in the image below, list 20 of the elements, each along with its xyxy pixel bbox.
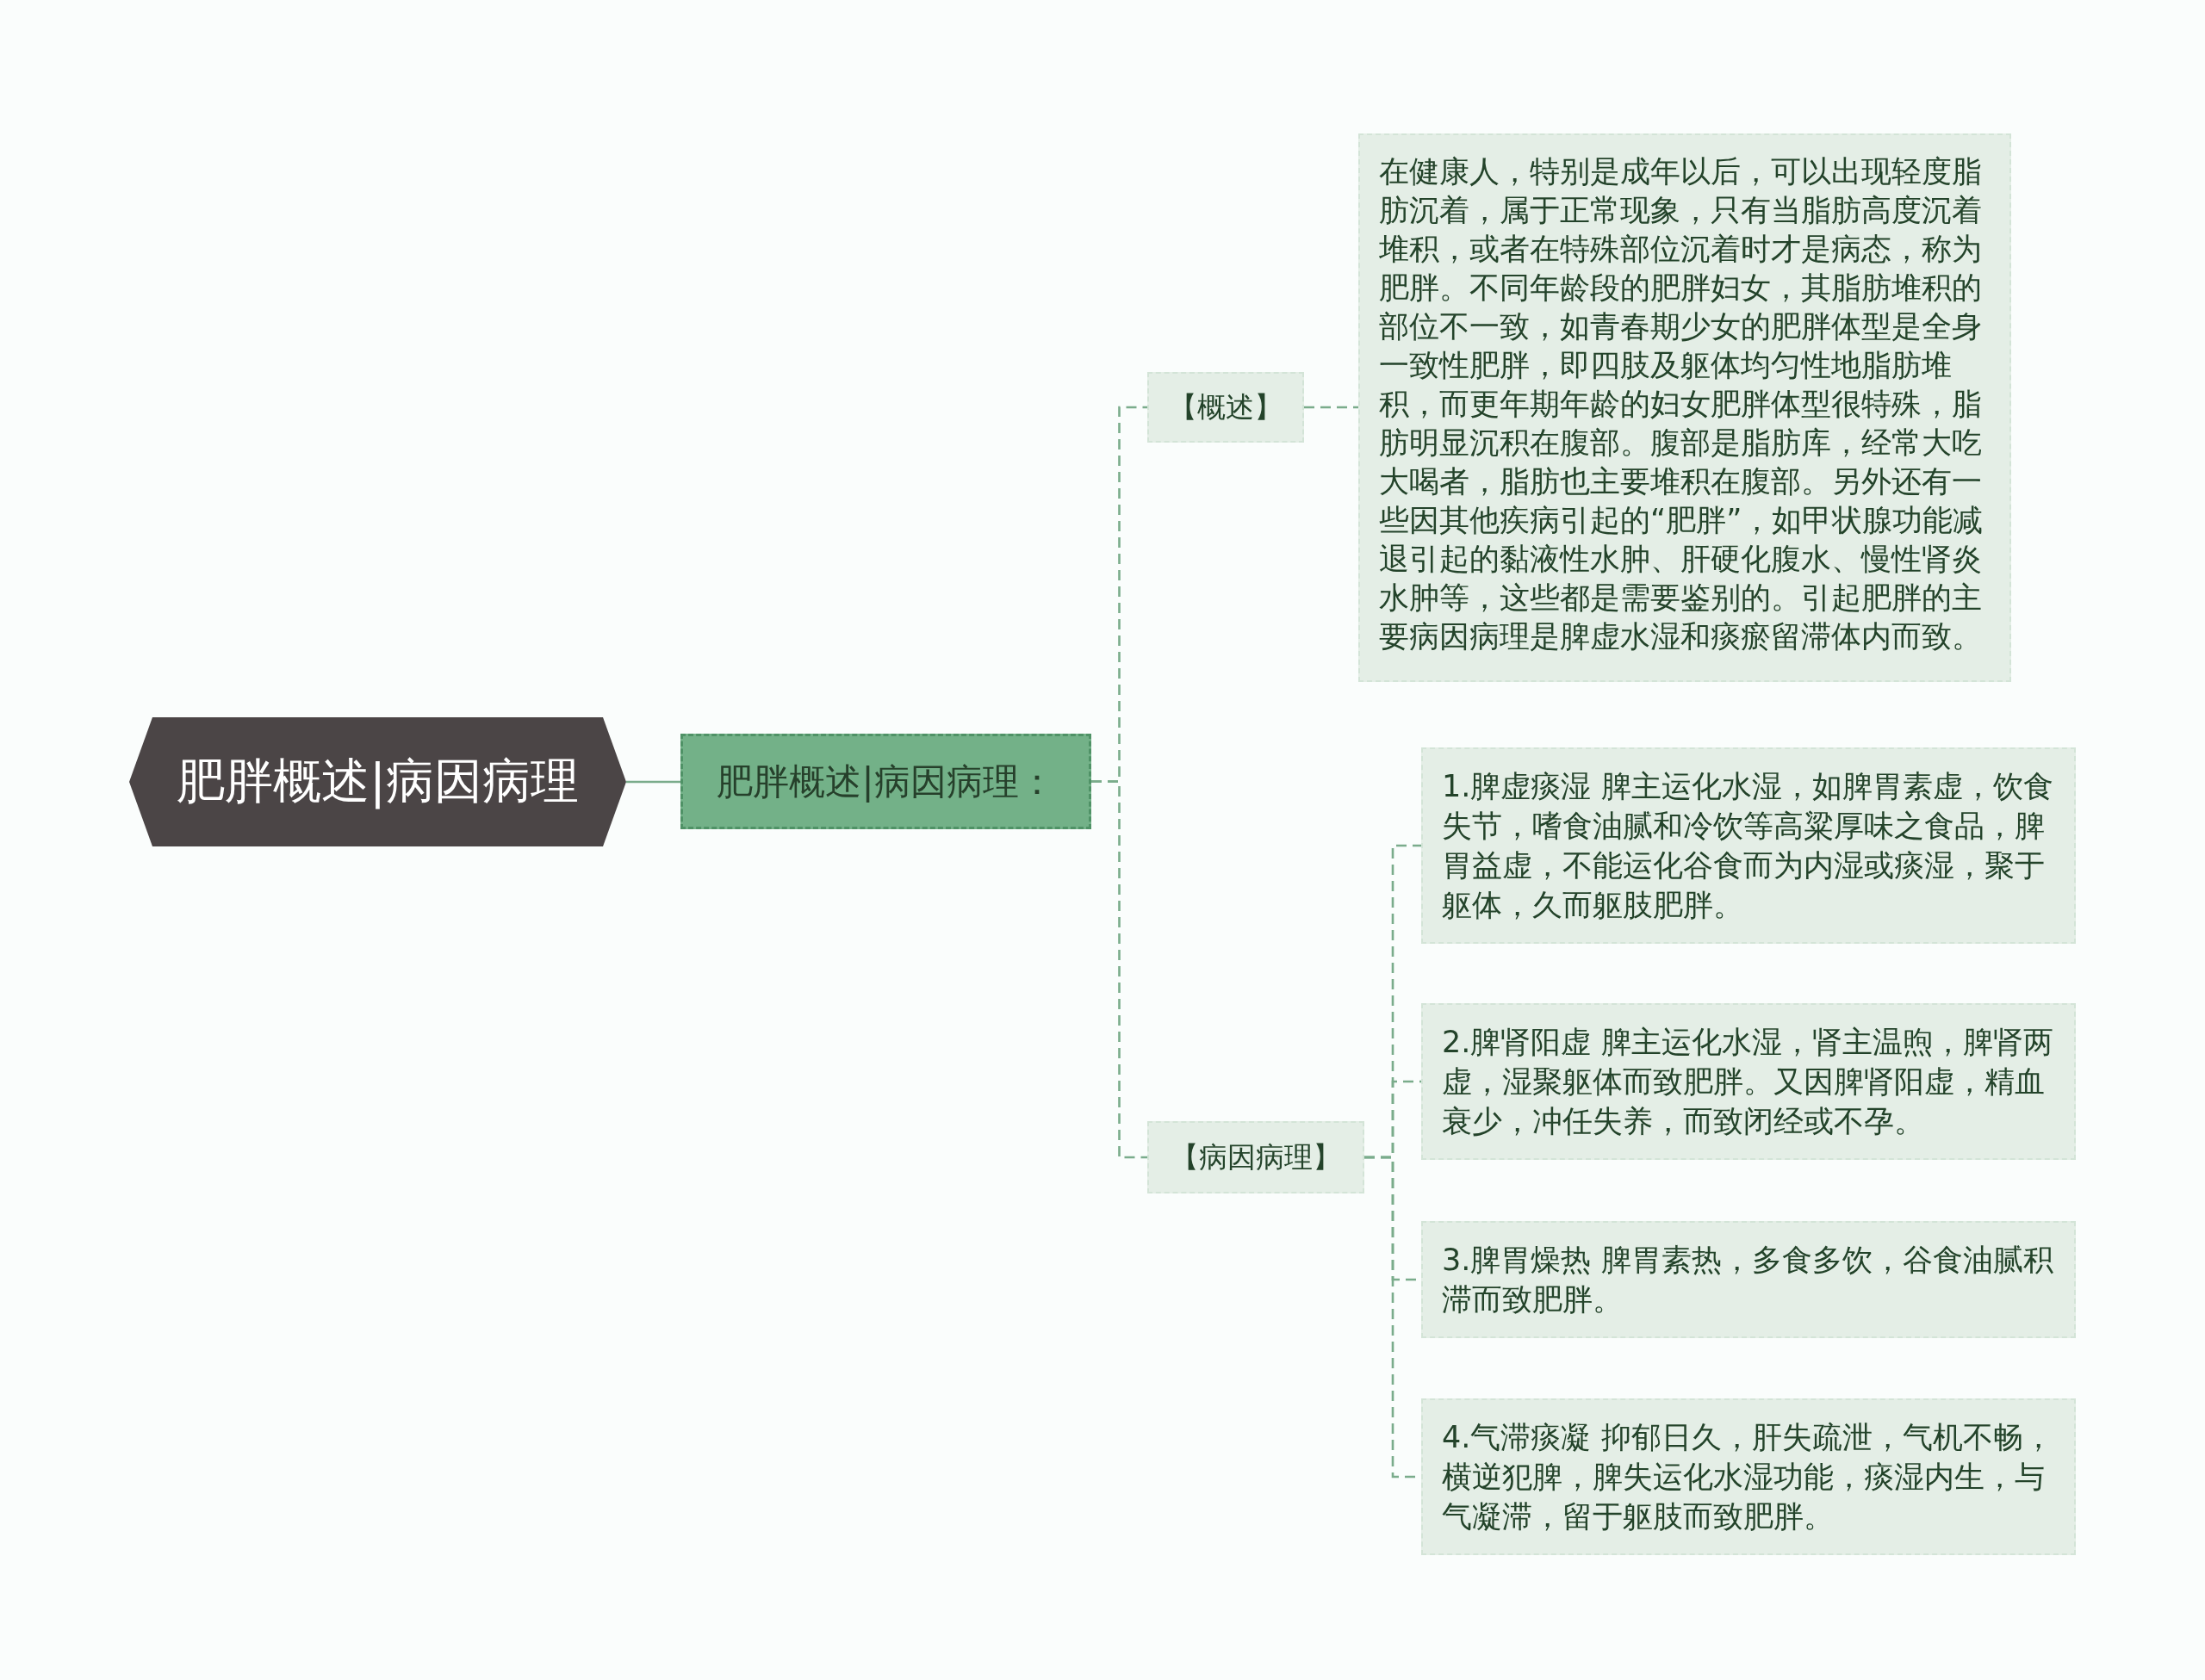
subtopic-box	[1147, 372, 1304, 443]
central-topic-text: 肥胖概述|病因病理	[177, 752, 579, 811]
note-box	[1358, 133, 2011, 682]
note-box	[1421, 1003, 2076, 1160]
note-box	[1421, 747, 2076, 944]
subtopic-text: 【概述】	[1169, 388, 1283, 425]
connector-line	[626, 780, 680, 784]
note-text: 3.脾胃燥热 脾胃素热，多食多饮，谷食油腻积滞而致肥胖。	[1442, 1242, 2054, 1318]
note-box	[1421, 1398, 2076, 1555]
note-box	[1421, 1221, 2076, 1338]
note-text: 2.脾肾阳虚 脾主运化水湿，肾主温煦，脾肾两虚，湿聚躯体而致肥胖。又因脾肾阳虚，精血衰少，冲任失养，而致闭经或不孕。	[1442, 1024, 2054, 1140]
subtopic-box	[1147, 1121, 1364, 1193]
note-text: 1.脾虚痰湿 脾主运化水湿，如脾胃素虚，饮食失节，嗜食油腻和冷饮等高粱厚味之食品，脾胃益虚，不能运化谷食而为内湿或痰湿，聚于躯体，久而躯肢肥胖。	[1442, 768, 2054, 924]
note-text: 在健康人，特别是成年以后，可以出现轻度脂肪沉着，属于正常现象，只有当脂肪高度沉着堆积，或者在特殊部位沉着时才是病态，称为肥胖。不同年龄段的肥胖妇女，其脂肪堆积的部位不一致，如青春期少女的肥胖体型是全身一致性肥胖，即四肢及躯体均匀性地脂肪堆积，而更年期年龄的妇女肥胖体型很特殊，脂肪明显沉积在腹部。腹部是脂肪库，经常大吃大喝者，脂肪也主要堆积在腹部。另外还有一些因其他疾病引起的“肥胖”，如甲状腺功能减退引起的黏液性水肿、肝硬化腹水、慢性肾炎水肿等，这些都是需要鉴别的。引起肥胖的主要病因病理是脾虚水湿和痰瘀留滞体内而致。	[1379, 153, 1984, 655]
topic-text: 肥胖概述|病因病理：	[717, 759, 1055, 804]
note-text: 4.气滞痰凝 抑郁日久，肝失疏泄，气机不畅，横逆犯脾，脾失运化水湿功能，痰湿内生，与气凝滞，留于躯肢而致肥胖。	[1442, 1419, 2054, 1535]
connector-line	[1091, 780, 1147, 1159]
topic-box	[680, 734, 1091, 829]
subtopic-text: 【病因病理】	[1171, 1138, 1341, 1175]
connector-line	[1304, 406, 1358, 409]
